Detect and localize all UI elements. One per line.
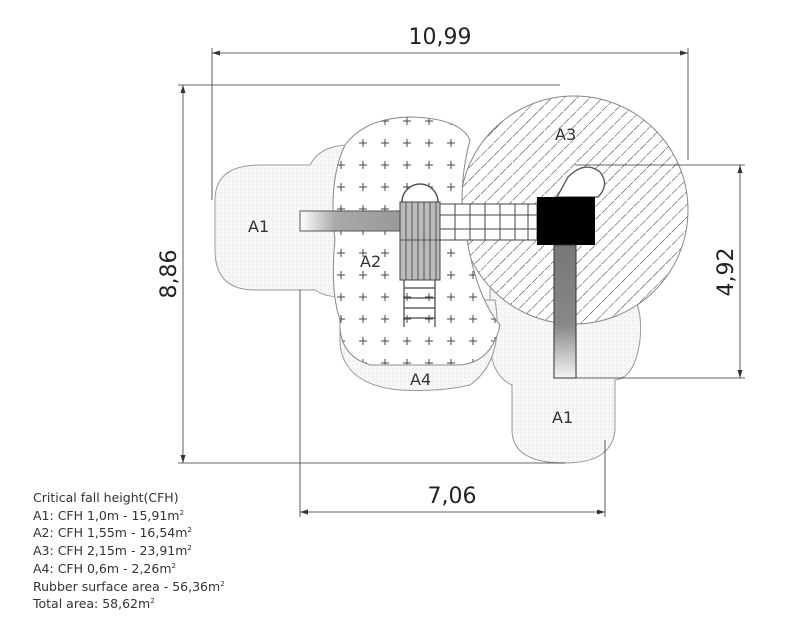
legend-row: Rubber surface area - 56,36m2 — [33, 578, 225, 594]
bridge — [439, 203, 538, 241]
ladder — [403, 280, 436, 327]
dimension-arrows — [180, 50, 743, 515]
play-structure — [299, 166, 606, 379]
dim-total-height: 8,86 — [157, 250, 182, 299]
tube-slide — [553, 244, 577, 379]
left-slide — [299, 210, 401, 232]
label-a4: A4 — [410, 370, 431, 389]
label-a3: A3 — [555, 125, 576, 144]
dim-tower-height: 4,92 — [714, 248, 739, 297]
legend-title: Critical fall height(CFH) — [33, 490, 179, 505]
label-a1-left: A1 — [248, 217, 269, 236]
dimension-lines — [178, 48, 745, 517]
top-dome — [555, 166, 606, 198]
tower-deck — [399, 201, 441, 281]
label-a2: A2 — [360, 252, 381, 271]
tower-roof — [537, 197, 595, 245]
label-a1-bottom: A1 — [552, 408, 573, 427]
dim-total-width: 10,99 — [409, 25, 472, 50]
dim-bottom-width: 7,06 — [428, 484, 477, 509]
tower-dome — [401, 183, 439, 203]
legend-row: Total area: 58,62m2 — [33, 596, 155, 612]
legend-row: A2: CFH 1,55m - 16,54m2 — [33, 525, 192, 541]
legend-row: A4: CFH 0,6m - 2,26m2 — [33, 561, 176, 576]
legend-row: A1: CFH 1,0m - 15,91m2 — [33, 507, 184, 523]
legend: Critical fall height(CFH) A1: CFH 1,0m -… — [33, 490, 225, 612]
legend-row: A3: CFH 2,15m - 23,91m2 — [33, 543, 192, 559]
